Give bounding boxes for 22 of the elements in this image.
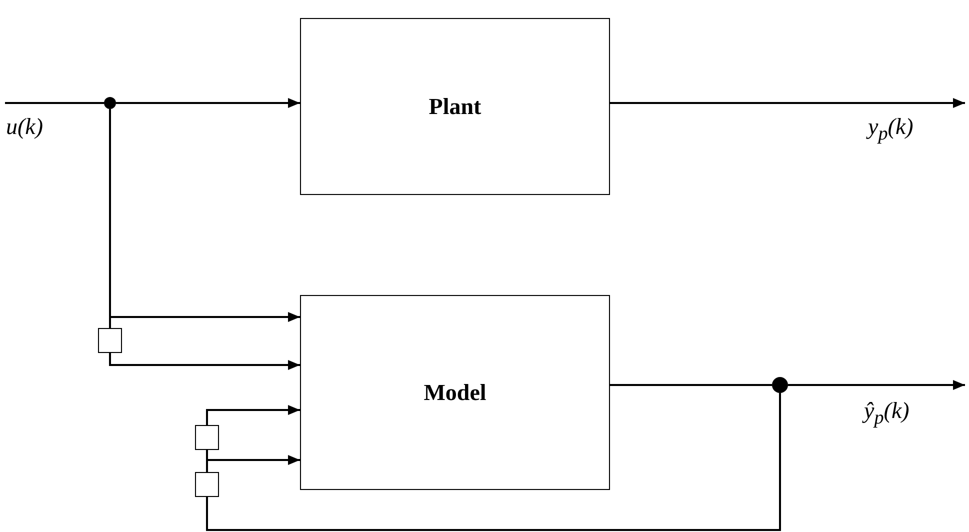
connector-line [109,109,111,328]
signal-label: y$_{p}$(k) [868,114,914,146]
signal-label: u(k) [6,114,44,140]
connector-line [206,450,208,472]
arrow [610,98,965,108]
junction-dot [104,97,116,109]
arrow [788,380,965,390]
connector-line [610,384,772,386]
block-label: Model [424,380,486,406]
plant-block [300,18,610,195]
delay-box [195,472,219,497]
arrow [109,353,300,370]
delay-box [98,328,122,353]
arrow [116,98,300,108]
block-label: Plant [428,94,482,120]
connector-line [5,102,104,104]
model-block [300,295,610,490]
arrow [206,405,300,425]
junction-dot [772,377,788,393]
signal-label: ŷ$_{p}$(k) [864,398,910,430]
connector-line [206,393,781,531]
delay-box [195,425,219,450]
